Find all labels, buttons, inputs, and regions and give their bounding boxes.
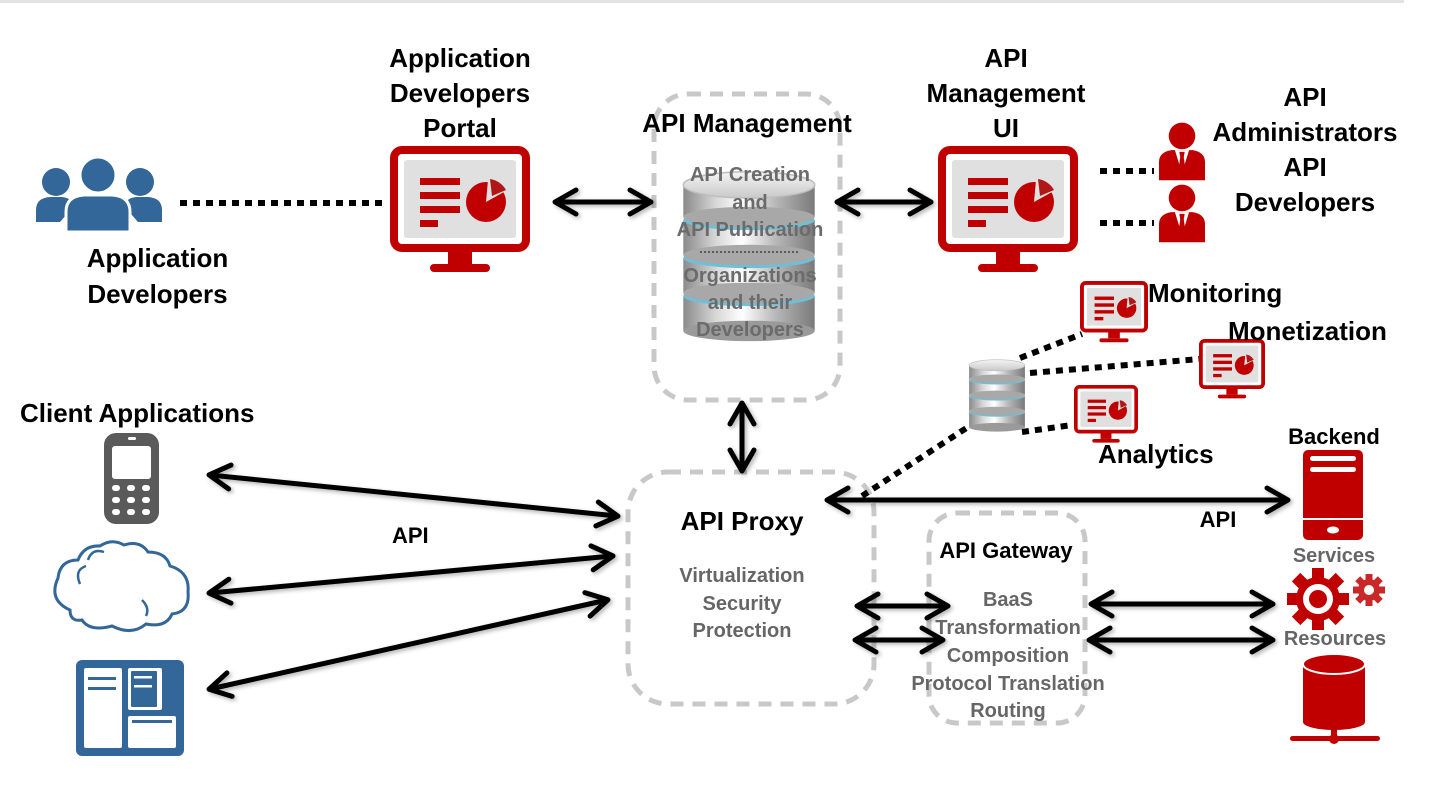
analytics-monitor-icon	[1076, 387, 1136, 443]
api-proxy-box	[625, 469, 877, 707]
cloud-icon	[53, 540, 190, 632]
api-gateway-item-3: Composition	[946, 645, 1070, 667]
api-management-item-3: API Publication	[676, 219, 824, 241]
dotted-link-db-analytics	[1021, 422, 1073, 435]
api-developers-label: API Developers	[1234, 152, 1376, 217]
analytics-label: Analytics	[1098, 439, 1214, 469]
api-gateway-title: API Gateway	[939, 538, 1073, 563]
backend-api-edge-label: API	[1199, 507, 1237, 532]
developers-portal-label: Application Developers Portal	[389, 43, 531, 143]
api-gateway-item-1: BaaS	[982, 589, 1034, 611]
dotted-link-proxy-db	[860, 424, 970, 499]
network-database-icon	[1290, 653, 1380, 744]
api-management-item-6: Developers	[696, 319, 804, 341]
top-divider	[0, 0, 1404, 3]
api-proxy-title: API Proxy	[680, 506, 804, 536]
api-management-item-5: and their	[707, 292, 793, 314]
management-ui-monitor-icon	[942, 150, 1074, 272]
server-icon	[1303, 450, 1363, 540]
arrow-webapp-proxy	[206, 590, 611, 699]
api-management-item-2: and	[732, 192, 768, 214]
web-app-icon	[76, 660, 184, 756]
users-group-icon	[36, 155, 162, 234]
gears-icon	[1287, 568, 1385, 630]
dotted-link-db-monetization	[1029, 356, 1201, 376]
api-gateway-item-2: Transformation	[935, 617, 1081, 639]
mobile-phone-icon	[104, 433, 159, 524]
dotted-link-db-monitoring	[1018, 331, 1084, 361]
dev-portal-monitor-icon	[394, 150, 526, 272]
client-applications-label: Client Applications	[20, 398, 255, 428]
resources-label: Resources	[1283, 628, 1387, 650]
arrow-phone-proxy	[206, 462, 621, 529]
monitoring-monitor-icon	[1082, 283, 1146, 342]
monetization-label: Monetization	[1228, 316, 1387, 346]
client-api-edge-label: API	[392, 523, 429, 548]
services-label: Services	[1292, 545, 1376, 567]
api-gateway-item-4: Protocol Translation	[911, 673, 1105, 695]
monetization-monitor-icon	[1201, 341, 1263, 399]
api-management-item-4: Organizations	[683, 265, 817, 287]
api-proxy-item-1: Virtualization	[679, 565, 805, 587]
api-management-title: API Management	[642, 108, 852, 138]
application-developers-label: Application Developers	[86, 243, 229, 309]
api-admin-person-icon	[1158, 122, 1206, 181]
cloud-detail	[76, 549, 149, 617]
api-proxy-item-3: Protection	[692, 620, 792, 642]
analytics-database-icon	[968, 359, 1026, 433]
api-administrators-label: API Administrators	[1212, 82, 1398, 147]
backend-label: Backend	[1288, 424, 1380, 449]
api-management-box	[651, 91, 843, 403]
monitoring-label: Monitoring	[1148, 278, 1283, 308]
api-proxy-item-2: Security	[702, 593, 782, 615]
api-gateway-item-5: Routing	[970, 700, 1046, 722]
management-ui-label: API Management UI	[926, 43, 1086, 143]
api-management-item-1: API Creation	[689, 164, 811, 186]
api-developer-person-icon	[1158, 184, 1206, 243]
arrow-cloud-proxy	[206, 543, 616, 606]
